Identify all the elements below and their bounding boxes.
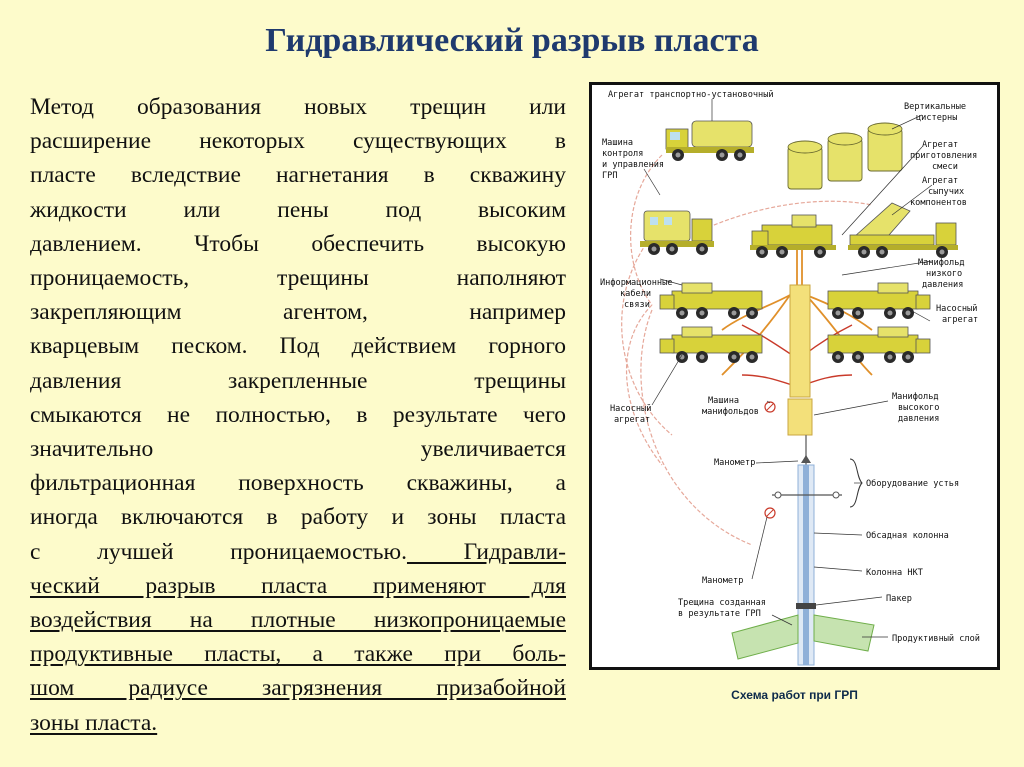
label-fracture: в результате ГРП bbox=[678, 609, 761, 619]
label-mixing-unit: Агрегат bbox=[922, 140, 958, 150]
label-mixing-unit: приготовления bbox=[910, 151, 977, 161]
pump-truck-icon bbox=[659, 282, 763, 319]
label-info-cables: кабели bbox=[620, 288, 651, 299]
label-high-manifold: давления bbox=[898, 414, 939, 424]
label-control-truck: контроля bbox=[602, 149, 643, 159]
control-truck-icon bbox=[640, 210, 714, 255]
label-control-truck: ГРП bbox=[602, 171, 618, 181]
label-pump-unit: агрегат bbox=[942, 315, 978, 325]
label-low-manifold: давления bbox=[922, 280, 963, 290]
label-tubing: Колонна НКТ bbox=[866, 568, 923, 578]
diagram-caption: Схема работ при ГРП bbox=[731, 688, 858, 702]
gauge-icon bbox=[764, 401, 776, 413]
label-low-manifold: низкого bbox=[926, 269, 962, 279]
diagram-labels: Агрегат транспортно-установочный Вертика… bbox=[600, 90, 980, 644]
label-pump-unit: Насосный bbox=[936, 304, 977, 314]
label-wellhead: Оборудование устья bbox=[866, 478, 959, 489]
mixing-truck-icon bbox=[750, 214, 836, 258]
label-transport-unit: Агрегат транспортно-установочный bbox=[608, 90, 774, 100]
label-vertical-tanks: цистерны bbox=[916, 113, 957, 123]
wellbore-icon bbox=[772, 435, 842, 666]
label-low-manifold: Манифольд bbox=[918, 258, 965, 268]
info-cables bbox=[621, 154, 873, 546]
label-bulk-unit: сыпучих bbox=[928, 187, 964, 197]
underlined-line: ческий разрыв пласта применяют для bbox=[30, 572, 566, 599]
text-line: значительно увеличивается bbox=[30, 436, 566, 463]
underlined-line: шом радиусе загрязнения призабойной bbox=[30, 675, 566, 702]
text-line: давления закрепленные трещины bbox=[30, 367, 566, 394]
text-line: расширение некоторых существующих в bbox=[30, 128, 566, 155]
label-bulk-unit: компонентов bbox=[910, 198, 967, 208]
text-line: смыкаются не полностью, в результате чег… bbox=[30, 401, 566, 428]
underlined-line: воздействия на плотные низкопроницаемые bbox=[30, 607, 566, 634]
productive-layer-icon bbox=[731, 614, 875, 660]
text-line: проницаемость, трещины наполняют bbox=[30, 265, 566, 292]
diagram-svg: Агрегат транспортно-установочный Вертика… bbox=[600, 90, 980, 666]
text-line: кварцевым песком. Под действием горного bbox=[30, 333, 566, 360]
pump-truck-icon bbox=[827, 326, 931, 363]
leader-lines bbox=[643, 99, 933, 638]
text-line: иногда включаются в работу и зоны пласта bbox=[30, 504, 566, 531]
label-info-cables: связи bbox=[624, 300, 650, 310]
label-mixing-unit: смеси bbox=[932, 162, 958, 172]
underlined-line: продуктивные пласты, а также при боль- bbox=[30, 641, 566, 668]
underlined-fragment: Гидравли- bbox=[406, 538, 566, 565]
text-line: давлением. Чтобы обеспечить высокую bbox=[30, 230, 566, 257]
text-line: с лучшей проницаемостью. Гидравли- bbox=[30, 535, 566, 569]
slide-title: Гидравлический разрыв пласта bbox=[265, 22, 759, 59]
underlined-line: зоны пласта. bbox=[30, 709, 158, 736]
frac-scheme-diagram: Агрегат транспортно-установочный Вертика… bbox=[589, 82, 1000, 670]
text-line: фильтрационная поверхность скважины, а bbox=[30, 470, 566, 497]
label-casing: Обсадная колонна bbox=[866, 530, 949, 541]
text-line: пласте вследствие нагнетания в скважину bbox=[30, 162, 566, 189]
text-line: закрепляющим агентом, например bbox=[30, 299, 566, 326]
label-gauge: Манометр bbox=[714, 458, 755, 468]
label-manifold-truck: манифольдов bbox=[702, 407, 759, 417]
text-line: Метод образования новых трещин или bbox=[30, 94, 566, 120]
manifold-truck-icon bbox=[787, 284, 813, 436]
pump-truck-icon bbox=[659, 326, 763, 363]
bulk-truck-icon bbox=[848, 202, 958, 258]
label-bulk-unit: Агрегат bbox=[922, 176, 958, 186]
body-paragraph: Метод образования новых трещин или расши… bbox=[30, 90, 566, 740]
text-fragment: с лучшей проницаемостью. bbox=[30, 538, 407, 565]
label-vertical-tanks: Вертикальные bbox=[904, 102, 966, 112]
label-pump-unit: Насосный bbox=[610, 404, 651, 414]
label-pump-unit: агрегат bbox=[614, 415, 650, 425]
vertical-tanks-icon bbox=[787, 122, 903, 190]
label-info-cables: Информационные bbox=[600, 278, 672, 288]
pump-truck-icon bbox=[827, 282, 931, 319]
label-packer: Пакер bbox=[886, 594, 912, 604]
label-high-manifold: Манифольд bbox=[892, 392, 939, 402]
label-control-truck: Машина bbox=[602, 138, 633, 148]
transport-truck-icon bbox=[665, 120, 754, 161]
gauge-icon bbox=[764, 507, 776, 519]
label-fracture: Трещина созданная bbox=[678, 598, 766, 608]
label-productive-layer: Продуктивный слой bbox=[892, 634, 980, 644]
label-control-truck: и управления bbox=[602, 160, 664, 170]
label-manifold-truck: Машина bbox=[708, 396, 739, 406]
text-line: жидкости или пены под высоким bbox=[30, 196, 566, 223]
label-gauge: Манометр bbox=[702, 576, 743, 586]
label-high-manifold: высокого bbox=[898, 403, 939, 413]
